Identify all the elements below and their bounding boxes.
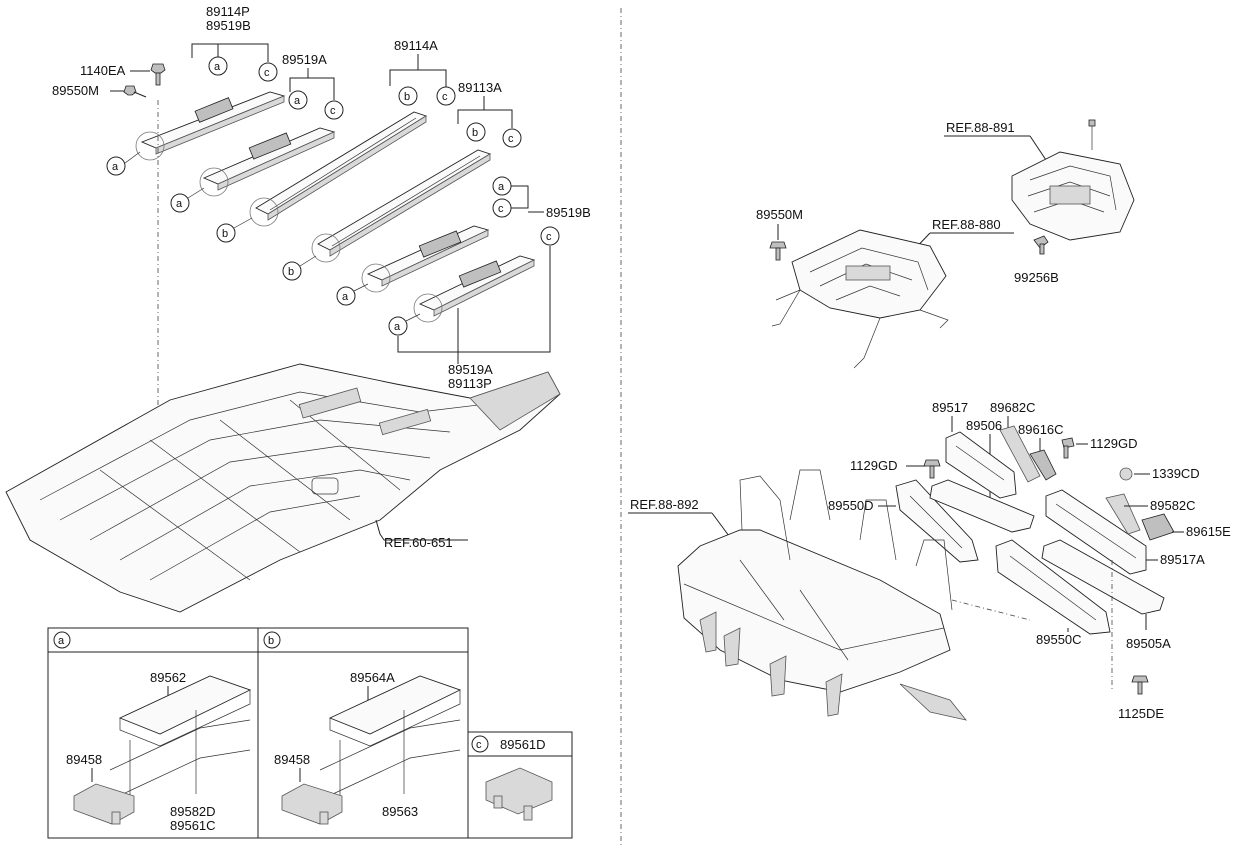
callout-a-text: a	[294, 95, 301, 107]
label-89616C: 89616C	[1018, 422, 1064, 437]
seat-bracket-89550D	[895, 479, 979, 563]
callout-b-text: b	[472, 127, 478, 139]
seat-rail-4	[413, 255, 536, 323]
label-89615E: 89615E	[1186, 524, 1231, 539]
trim-89582C	[1105, 493, 1141, 535]
label-89519A-bottom: 89519A	[448, 362, 493, 377]
seat-pad-89505A	[1041, 539, 1165, 615]
callout-a-text: a	[498, 181, 505, 193]
detail-box-a: a 89562 89458 89582D 89561C	[47, 627, 259, 839]
detail-box-b: b 89564A 89458 89563	[257, 627, 469, 839]
label-89682C: 89682C	[990, 400, 1036, 415]
trim-89682C	[999, 425, 1041, 483]
label-89550D: 89550D	[828, 498, 874, 513]
callout-a-text: a	[342, 291, 349, 303]
clip-icon	[281, 783, 343, 825]
label-89517: 89517	[932, 400, 968, 415]
detail-a-89562: 89562	[150, 670, 186, 685]
detail-b-89563: 89563	[382, 804, 418, 819]
clip-89616C	[1029, 449, 1057, 481]
callout-c-text: c	[330, 105, 336, 117]
seat-bracket-89550C	[995, 539, 1111, 635]
seat-cover-89517A	[1045, 489, 1147, 575]
detail-c-letter: c	[476, 739, 482, 751]
label-89519A-top: 89519A	[282, 52, 327, 67]
clip-icon	[73, 783, 135, 825]
callout-b-text: b	[404, 91, 410, 103]
label-89519B-mid: 89519B	[546, 205, 591, 220]
seat-cover-89517	[945, 431, 1017, 499]
detail-a-89561C: 89561C	[170, 818, 216, 833]
callout-a-text: a	[176, 198, 183, 210]
label-1129GD-left: 1129GD	[850, 458, 897, 473]
detail-b-89458: 89458	[274, 752, 310, 767]
label-89550M-left: 89550M	[52, 83, 99, 98]
callout-c-text: c	[546, 231, 552, 243]
callout-b-text: b	[288, 266, 294, 278]
label-89550M-right: 89550M	[756, 207, 803, 222]
long-seat-rail-1	[249, 111, 428, 227]
label-89113P: 89113P	[448, 376, 492, 391]
detail-a-89582D: 89582D	[170, 804, 216, 819]
lower-seat-frame	[771, 229, 949, 369]
bolt-icon	[769, 241, 787, 261]
label-89506: 89506	[966, 418, 1002, 433]
ref-60-651: REF.60-651	[384, 535, 453, 550]
label-1339CD: 1339CD	[1152, 466, 1200, 481]
label-1129GD-right: 1129GD	[1090, 436, 1137, 451]
floor-panel: REF.60-651	[5, 363, 561, 613]
long-seat-rail-2	[311, 149, 492, 263]
detail-c-89561D: 89561D	[500, 737, 546, 752]
detail-b-letter: b	[268, 635, 274, 647]
callout-c-text: c	[498, 203, 504, 215]
seat-rail-3	[361, 225, 490, 293]
clip-89615E	[1141, 513, 1175, 541]
callout-c-text: c	[264, 67, 270, 79]
label-89550C: 89550C	[1036, 632, 1082, 647]
callout-c	[258, 62, 278, 82]
callout-a	[208, 56, 228, 76]
nut-icon	[1119, 467, 1133, 481]
bolt-icon	[1061, 437, 1075, 459]
detail-a-letter: a	[58, 635, 65, 647]
callout-a-text: a	[112, 161, 119, 173]
label-89582C: 89582C	[1150, 498, 1196, 513]
label-89113A: 89113A	[458, 80, 502, 95]
label-1140EA: 1140EA	[80, 63, 126, 78]
label-1125DE: 1125DE	[1118, 706, 1164, 721]
rail-assembly-group: 89114P 89519B a c 1140EA 89550M a	[52, 4, 591, 440]
callout-a-text: a	[214, 61, 221, 73]
ref-88-880: REF.88-880	[932, 217, 1001, 232]
seat-rail-1	[135, 91, 286, 161]
detail-box-c: c 89561D	[467, 731, 573, 839]
bench-seat-group: 89517 89682C 89506 89616C 1129GD 1129GD …	[628, 400, 1231, 721]
ref-88-891: REF.88-891	[946, 120, 1015, 135]
label-89505A: 89505A	[1126, 636, 1171, 651]
label-89114P: 89114P	[206, 4, 250, 19]
bolt-icon	[1131, 675, 1149, 695]
callout-c-text: c	[442, 91, 448, 103]
seat-pad-89506	[929, 479, 1035, 533]
bolt-icon	[150, 63, 166, 86]
label-89517A: 89517A	[1160, 552, 1205, 567]
label-89114A: 89114A	[394, 38, 438, 53]
label-89519B-top: 89519B	[206, 18, 251, 33]
bolt-icon	[123, 85, 147, 98]
ref-88-892: REF.88-892	[630, 497, 699, 512]
detail-b-89564A: 89564A	[350, 670, 395, 685]
detail-a-89458: 89458	[66, 752, 102, 767]
callout-a-text: a	[394, 321, 401, 333]
bolt-icon	[923, 459, 941, 479]
label-99256B: 99256B	[1014, 270, 1059, 285]
bolt-icon	[1033, 235, 1049, 255]
callout-b-text: b	[222, 228, 228, 240]
bench-seat	[677, 469, 968, 721]
end-cap-icon	[485, 767, 553, 821]
upper-seat-frame	[1011, 119, 1135, 241]
seat-frame-group: REF.88-891 99256B 89550M REF.88-880	[756, 119, 1135, 369]
seat-rail-2	[199, 127, 336, 197]
callout-c-text: c	[508, 133, 514, 145]
